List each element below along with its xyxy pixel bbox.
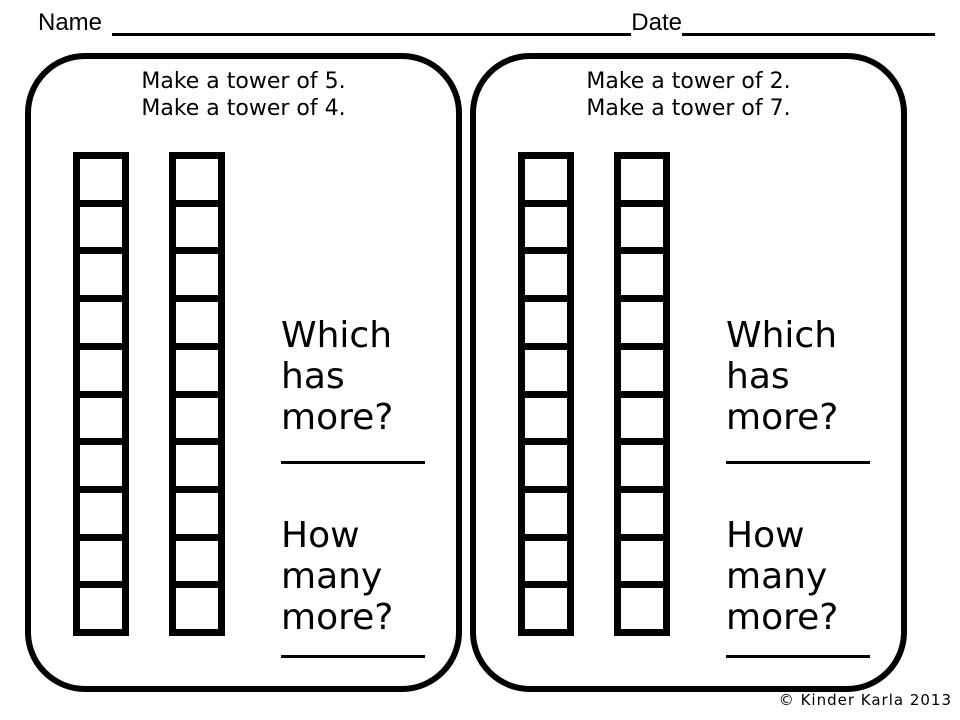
answer-blank-which-has-more[interactable] xyxy=(726,461,870,464)
tower-cell[interactable] xyxy=(525,485,567,534)
panel-instructions: Make a tower of 5. Make a tower of 4. xyxy=(31,68,456,122)
tower-cell[interactable] xyxy=(176,342,218,391)
instruction-line: Make a tower of 4. xyxy=(141,96,346,121)
tower-cell[interactable] xyxy=(525,295,567,343)
question-which-has-more: Which has more? xyxy=(726,315,838,438)
question-line: has xyxy=(726,356,790,397)
date-blank-line[interactable] xyxy=(682,9,935,36)
tower-cell[interactable] xyxy=(525,247,567,296)
tower-frame-first xyxy=(73,152,129,636)
tower-cell[interactable] xyxy=(621,485,663,534)
question-line: more? xyxy=(726,597,839,638)
tower-cell[interactable] xyxy=(80,581,122,630)
name-label: Name xyxy=(38,9,103,36)
tower-cell[interactable] xyxy=(80,390,122,439)
tower-cell[interactable] xyxy=(80,295,122,343)
tower-cell[interactable] xyxy=(176,438,218,486)
tower-cell[interactable] xyxy=(525,342,567,391)
tower-cell[interactable] xyxy=(621,247,663,296)
tower-cell[interactable] xyxy=(621,295,663,343)
question-line: Which xyxy=(281,315,393,356)
tower-cell[interactable] xyxy=(621,438,663,486)
tower-cell[interactable] xyxy=(525,199,567,248)
name-date-header: Name Date xyxy=(38,9,935,36)
question-line: many xyxy=(281,556,383,597)
panel-towers-5-4: Make a tower of 5. Make a tower of 4. Wh… xyxy=(25,53,462,692)
question-line: has xyxy=(281,356,345,397)
tower-cell[interactable] xyxy=(80,342,122,391)
answer-blank-how-many-more[interactable] xyxy=(726,655,870,658)
instruction-line: Make a tower of 5. xyxy=(141,69,346,94)
tower-frame-first xyxy=(518,152,574,636)
instruction-line: Make a tower of 7. xyxy=(586,96,791,121)
tower-cell[interactable] xyxy=(176,295,218,343)
tower-cell[interactable] xyxy=(80,533,122,582)
tower-cell[interactable] xyxy=(621,159,663,200)
tower-cell[interactable] xyxy=(80,438,122,486)
tower-cell[interactable] xyxy=(80,199,122,248)
tower-cell[interactable] xyxy=(176,581,218,630)
tower-cell[interactable] xyxy=(525,581,567,630)
date-label: Date xyxy=(631,9,682,36)
tower-cell[interactable] xyxy=(176,159,218,200)
answer-blank-which-has-more[interactable] xyxy=(281,461,425,464)
question-how-many-more: How many more? xyxy=(281,515,393,638)
tower-cell[interactable] xyxy=(525,159,567,200)
tower-cell[interactable] xyxy=(80,485,122,534)
answer-blank-how-many-more[interactable] xyxy=(281,655,425,658)
tower-cell[interactable] xyxy=(176,247,218,296)
question-line: more? xyxy=(726,397,839,438)
tower-cell[interactable] xyxy=(621,390,663,439)
tower-cell[interactable] xyxy=(525,390,567,439)
tower-cell[interactable] xyxy=(176,533,218,582)
tower-cell[interactable] xyxy=(621,533,663,582)
question-line: How xyxy=(726,515,805,556)
panel-towers-2-7: Make a tower of 2. Make a tower of 7. Wh… xyxy=(470,53,907,692)
tower-cell[interactable] xyxy=(621,199,663,248)
instruction-line: Make a tower of 2. xyxy=(586,69,791,94)
tower-cell[interactable] xyxy=(176,199,218,248)
tower-cell[interactable] xyxy=(621,581,663,630)
question-line: more? xyxy=(281,597,394,638)
tower-frame-second xyxy=(169,152,225,636)
question-how-many-more: How many more? xyxy=(726,515,838,638)
question-which-has-more: Which has more? xyxy=(281,315,393,438)
panel-instructions: Make a tower of 2. Make a tower of 7. xyxy=(476,68,901,122)
question-line: Which xyxy=(726,315,838,356)
question-line: How xyxy=(281,515,360,556)
copyright: © Kinder Karla 2013 xyxy=(778,691,952,709)
question-line: more? xyxy=(281,397,394,438)
question-line: many xyxy=(726,556,828,597)
tower-cell[interactable] xyxy=(176,485,218,534)
tower-cell[interactable] xyxy=(176,390,218,439)
tower-cell[interactable] xyxy=(80,159,122,200)
tower-cell[interactable] xyxy=(525,438,567,486)
tower-cell[interactable] xyxy=(80,247,122,296)
name-blank-line[interactable] xyxy=(112,9,632,36)
tower-cell[interactable] xyxy=(621,342,663,391)
tower-frame-second xyxy=(614,152,670,636)
tower-cell[interactable] xyxy=(525,533,567,582)
